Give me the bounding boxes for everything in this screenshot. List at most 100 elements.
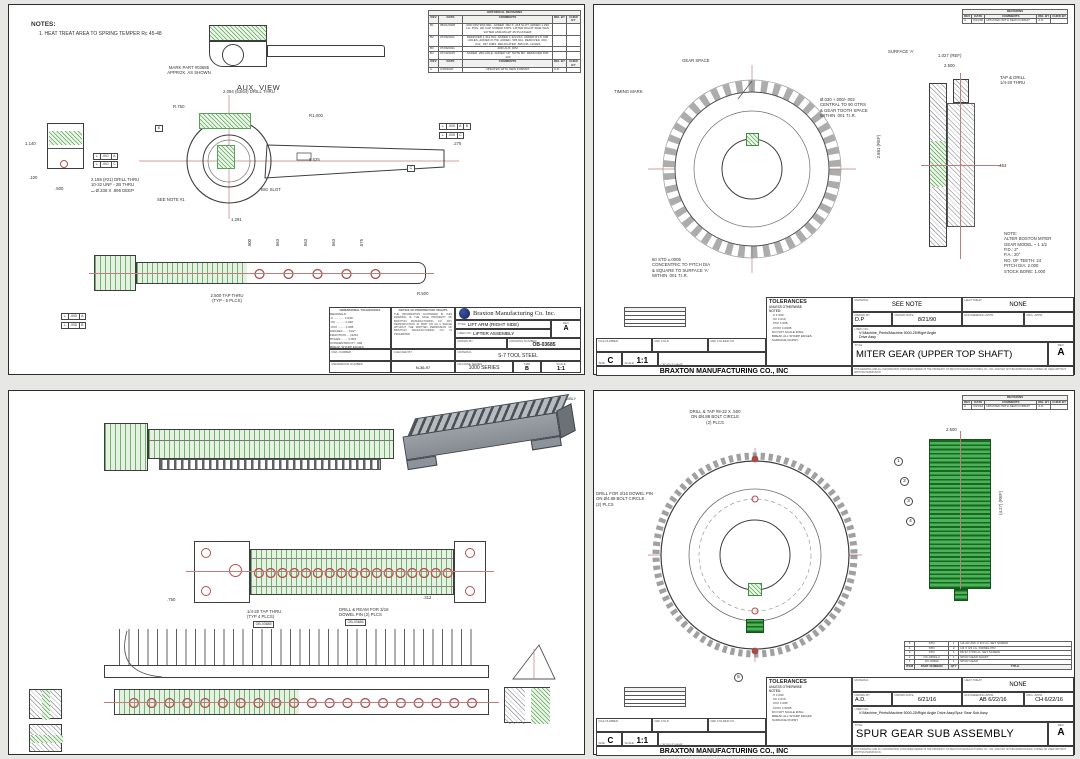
file-number-cell: FILE NUMBER — [596, 718, 652, 732]
tol-item: DO NOT SCALE DWG. — [772, 709, 805, 714]
tol-item: SURFACE FINISH — [772, 718, 798, 723]
dim-2500: 2.500 — [946, 427, 957, 432]
scale-cell: SCALE 1:1 — [541, 361, 581, 373]
elevation-arc — [124, 630, 163, 678]
shaft-foot — [954, 589, 968, 601]
title-label: TITLE: — [457, 322, 467, 327]
used-on-value: V:\Machine_Prints\Machine 5000-25\Right … — [859, 711, 988, 716]
tol-line: ANGLES ..... ±1/2° — [330, 328, 356, 333]
strip-centerline — [89, 273, 434, 274]
drawing-number: OB-03685 — [532, 342, 556, 349]
section-green-rib — [42, 690, 50, 720]
size-label: SIZE — [523, 361, 531, 366]
relby-cell: A.D. — [552, 67, 567, 73]
material-value: S-7 TOOL STEEL — [498, 353, 538, 360]
vdim-2: .563 — [303, 239, 308, 248]
ref-folder-label: REF FOLDER NO. — [710, 338, 735, 343]
side-centerline-h — [921, 165, 1001, 166]
balloon-4: 4 — [906, 517, 915, 526]
eng-appr-value: AB 6/22/16 — [979, 697, 1007, 704]
dim-275: .275 — [453, 141, 462, 146]
drawing-number-label: DRAWING NUMBER — [509, 338, 537, 343]
disclaimer-cell: THIS DRAWING AND ALL INFORMATION CONTAIN… — [852, 366, 1074, 376]
dim-100: .100 — [29, 175, 38, 180]
gdt-datum: A — [113, 153, 116, 158]
tol-item: .XXX ±.005 — [772, 321, 788, 326]
material-label: MATERIAL — [457, 349, 472, 354]
strip-hole-row — [245, 266, 390, 282]
used-on-cell: USED ON: LIFTER ASSEMBLY — [455, 329, 551, 338]
eng-appr-label: ENGINEERING APPR. — [964, 312, 995, 317]
machine-series-value: 1000 SERIES — [468, 365, 500, 372]
comment-cell: UPDATED WITH NEW FORMAT — [984, 18, 1038, 24]
tol-line: CONCENTRICITY .002 — [330, 341, 363, 346]
bom-col-item: ITEM — [903, 663, 916, 670]
sheet-lift-arm: NOTES: 1. HEAT TREAT AREA TO SPRING TEMP… — [8, 4, 585, 375]
checked-by-label: CHECKED BY — [393, 349, 413, 354]
company-bar: BRAXTON MANUFACTURING CO., INC — [596, 746, 852, 756]
vdim-4: .675 — [359, 239, 364, 248]
file-number-label: FILE NUMBER — [598, 718, 618, 723]
bar-left-block — [194, 541, 250, 603]
file-number-label: FILE NUMBER — [598, 338, 618, 343]
size-value: C — [607, 736, 614, 745]
arm-main-view — [139, 95, 459, 219]
disclaimer-text: THIS DRAWING AND ALL INFORMATION CONTAIN… — [854, 748, 1067, 755]
drawing-title: LIFT ARM (RIGHT SIDE) — [467, 322, 519, 327]
gear-key-detail — [746, 619, 764, 633]
tol-item: .XXX ±.005 — [772, 701, 788, 706]
gdt-datum: C — [459, 132, 462, 137]
heat-treat-value: NONE — [1009, 302, 1027, 309]
date-cell: 8/21/90 — [971, 18, 986, 24]
bolt-hole — [465, 586, 475, 596]
mark-part-note: MARK PART #03685 APPROX. AS SHOWN — [167, 65, 211, 76]
ref-number: OB-03686 — [347, 619, 364, 624]
side-centerline-v — [960, 73, 961, 259]
vdim-3: .563 — [331, 239, 336, 248]
ref-folder-cell: REF FOLDER NO. — [708, 718, 766, 732]
reference-number-cell: REFERENCE NUMBER — [329, 361, 391, 373]
iso-end-face — [556, 403, 576, 439]
file-number-cell: FILE NUMBER — [596, 338, 652, 352]
gdt-symbol: ⟂ — [94, 154, 101, 160]
gdt-datum: B — [465, 123, 468, 128]
drawn-by-label: DRAWN BY — [457, 338, 473, 343]
bottom-strip-holes — [125, 695, 481, 711]
title-block: FILE NUMBER REF FOLD REF FOLDER NO. SIZE… — [596, 675, 1074, 756]
col-chkdby: CHKD BY — [566, 14, 581, 24]
rev-cell: A — [428, 67, 439, 73]
material-spec-cell: N-36-97 — [391, 361, 455, 373]
end-view — [47, 123, 84, 169]
rev-cell: A — [961, 18, 973, 24]
tol-item: .XXXX ±.0005 — [772, 705, 792, 710]
dim-1140: 1.140 — [25, 141, 36, 146]
dim-r1000: R1.000 — [309, 113, 323, 118]
eco-mini-table — [624, 307, 686, 327]
comment-cell: UPDATED WITH NEW FORMAT — [984, 404, 1038, 410]
balloon-number: 3 — [907, 499, 910, 504]
hole-note: 2.159 (#21) DRILL THRU 10-32 UNF - 2B TH… — [91, 177, 140, 193]
title-block: FILE NUMBER REF FOLD REF FOLDER NO. SIZE… — [596, 293, 1074, 376]
note-tap-top: DRILL & TAP #8-32 X .500 ON Ø4.88 BOLT C… — [689, 409, 741, 425]
gdt-datum: C — [113, 161, 116, 166]
size-value: C — [607, 356, 614, 365]
company-name: Braxton Manufacturing Co. Inc. — [473, 310, 556, 317]
tol-item: DO NOT SCALE DWG. — [772, 329, 805, 334]
top-plan-left — [104, 423, 148, 471]
datum-flag-b: B — [155, 125, 163, 133]
rev-label: REV — [563, 320, 569, 325]
ref-box-2: OB-03686 — [345, 619, 367, 627]
scale-label: SCALE — [624, 360, 634, 365]
tol-line: .XX .......... ±.010 — [330, 320, 354, 325]
tolerance-box: TOLERANCES UNLESS OTHERWISE NOTED: .X ±.… — [766, 297, 852, 366]
relby-cell: A.D. — [1036, 18, 1052, 24]
company-name: BRAXTON MANUFACTURING CO., INC — [659, 747, 789, 755]
relby-cell: A.D. — [1036, 404, 1052, 410]
dim-1291: 1.291 — [231, 217, 242, 222]
dim-n4: .750 — [167, 597, 176, 602]
